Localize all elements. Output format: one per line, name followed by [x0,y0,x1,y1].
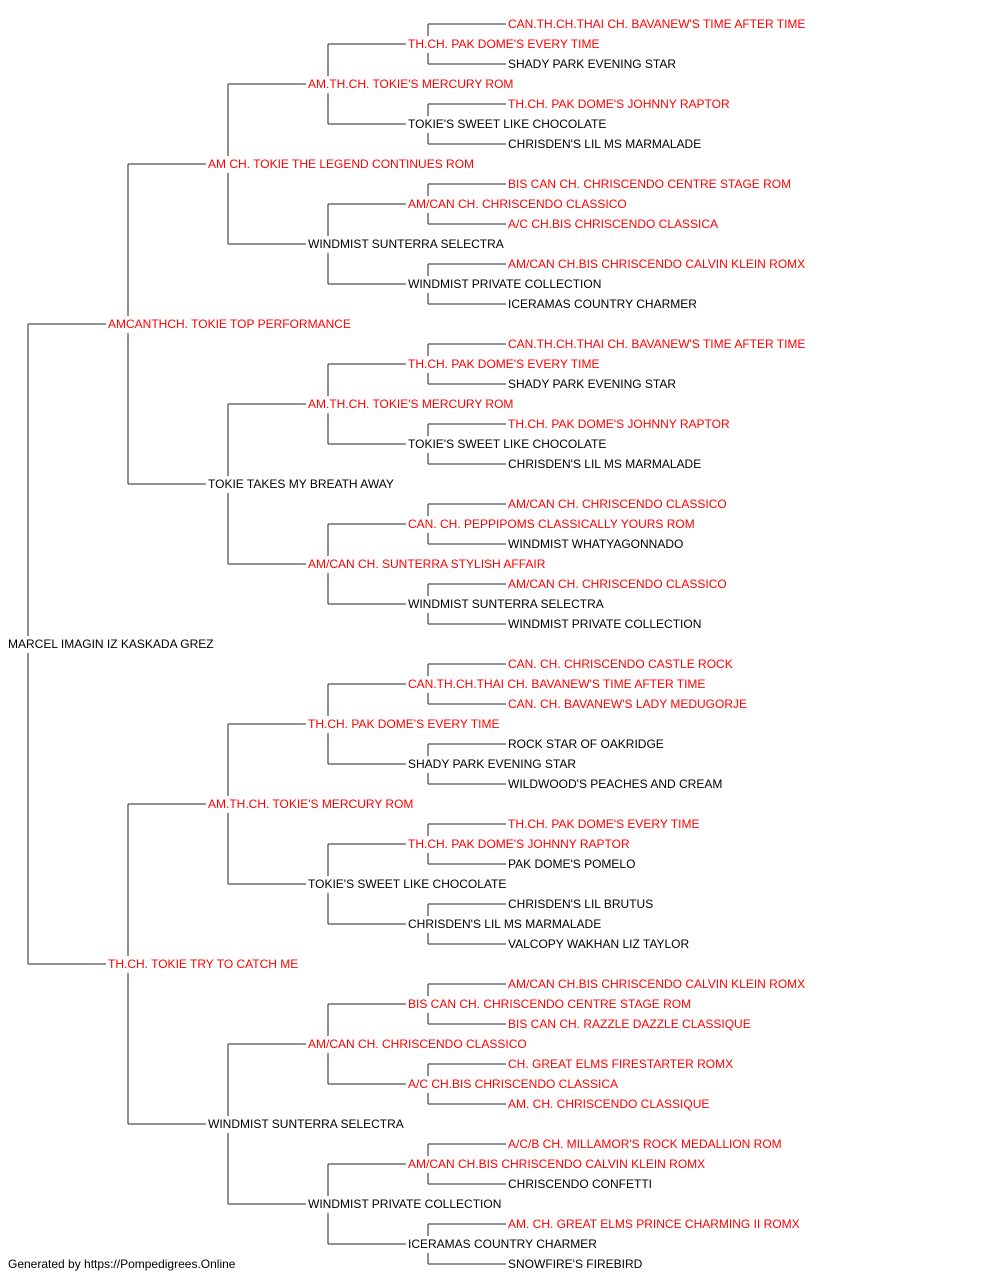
ancestor-name: WINDMIST SUNTERRA SELECTRA [308,237,504,251]
ancestor-name: AM. CH. GREAT ELMS PRINCE CHARMING II RO… [508,1217,800,1231]
ancestor-name: SHADY PARK EVENING STAR [508,57,677,71]
subject-dog-name: MARCEL IMAGIN IZ KASKADA GREZ [8,637,214,651]
ancestor-name: TH.CH. PAK DOME'S JOHNNY RAPTOR [508,97,730,111]
ancestor-name: TH.CH. PAK DOME'S EVERY TIME [308,717,500,731]
ancestor-name: AM CH. TOKIE THE LEGEND CONTINUES ROM [208,157,475,171]
ancestor-name: TOKIE TAKES MY BREATH AWAY [208,477,394,491]
ancestor-name: WINDMIST PRIVATE COLLECTION [508,617,702,631]
ancestor-name: AM/CAN CH. SUNTERRA STYLISH AFFAIR [308,557,546,571]
ancestor-name: AM/CAN CH. CHRISCENDO CLASSICO [408,197,627,211]
ancestor-name: BIS CAN CH. CHRISCENDO CENTRE STAGE ROM [508,177,792,191]
ancestor-name: SHADY PARK EVENING STAR [408,757,577,771]
ancestor-name: AM/CAN CH. CHRISCENDO CLASSICO [508,577,727,591]
ancestor-name: TH.CH. TOKIE TRY TO CATCH ME [108,957,299,971]
ancestor-name: A/C CH.BIS CHRISCENDO CLASSICA [508,217,719,231]
ancestor-name: CAN.TH.CH.THAI CH. BAVANEW'S TIME AFTER … [508,337,806,351]
ancestor-name: AM/CAN CH.BIS CHRISCENDO CALVIN KLEIN RO… [408,1157,706,1171]
ancestor-name: CHRISDEN'S LIL BRUTUS [508,897,654,911]
ancestor-name: CAN. CH. CHRISCENDO CASTLE ROCK [508,657,733,671]
ancestor-name: BIS CAN CH. RAZZLE DAZZLE CLASSIQUE [508,1017,751,1031]
ancestor-name: AM.TH.CH. TOKIE'S MERCURY ROM [308,397,514,411]
ancestor-name: SHADY PARK EVENING STAR [508,377,677,391]
ancestor-name: CH. GREAT ELMS FIRESTARTER ROMX [508,1057,734,1071]
ancestor-name: BIS CAN CH. CHRISCENDO CENTRE STAGE ROM [408,997,692,1011]
ancestor-name: CHRISDEN'S LIL MS MARMALADE [408,917,602,931]
ancestor-name: CAN.TH.CH.THAI CH. BAVANEW'S TIME AFTER … [508,17,806,31]
ancestor-name: WINDMIST SUNTERRA SELECTRA [408,597,604,611]
ancestor-name: AM/CAN CH. CHRISCENDO CLASSICO [308,1037,527,1051]
ancestor-name: AM.TH.CH. TOKIE'S MERCURY ROM [308,77,514,91]
ancestor-name: ICERAMAS COUNTRY CHARMER [508,297,697,311]
ancestor-name: TH.CH. PAK DOME'S EVERY TIME [408,37,600,51]
ancestor-name: CAN. CH. PEPPIPOMS CLASSICALLY YOURS ROM [408,517,695,531]
ancestor-name: WINDMIST WHATYAGONNADO [508,537,684,551]
generated-by-footer: Generated by https://Pompedigrees.Online [8,1257,236,1271]
ancestor-name: TOKIE'S SWEET LIKE CHOCOLATE [308,877,507,891]
ancestor-name: VALCOPY WAKHAN LIZ TAYLOR [508,937,690,951]
ancestor-name: AM/CAN CH. CHRISCENDO CLASSICO [508,497,727,511]
ancestor-name: AMCANTHCH. TOKIE TOP PERFORMANCE [108,317,351,331]
ancestor-name: AM.TH.CH. TOKIE'S MERCURY ROM [208,797,414,811]
ancestor-name: CHRISDEN'S LIL MS MARMALADE [508,137,702,151]
ancestor-name: WILDWOOD'S PEACHES AND CREAM [508,777,723,791]
ancestor-name: CHRISDEN'S LIL MS MARMALADE [508,457,702,471]
ancestor-name: WINDMIST PRIVATE COLLECTION [408,277,602,291]
ancestor-name: ROCK STAR OF OAKRIDGE [508,737,664,751]
ancestor-name: CAN. CH. BAVANEW'S LADY MEDUGORJE [508,697,747,711]
ancestor-name: ICERAMAS COUNTRY CHARMER [408,1237,597,1251]
ancestor-name: A/C CH.BIS CHRISCENDO CLASSICA [408,1077,619,1091]
ancestor-name: WINDMIST PRIVATE COLLECTION [308,1197,502,1211]
ancestor-name: CHRISCENDO CONFETTI [508,1177,652,1191]
ancestor-name: AM. CH. CHRISCENDO CLASSIQUE [508,1097,710,1111]
ancestor-name: TH.CH. PAK DOME'S EVERY TIME [508,817,700,831]
ancestor-name: CAN.TH.CH.THAI CH. BAVANEW'S TIME AFTER … [408,677,706,691]
ancestor-name: AM/CAN CH.BIS CHRISCENDO CALVIN KLEIN RO… [508,257,806,271]
ancestor-name: SNOWFIRE'S FIREBIRD [508,1257,643,1271]
ancestor-name: TH.CH. PAK DOME'S JOHNNY RAPTOR [408,837,630,851]
ancestor-name: A/C/B CH. MILLAMOR'S ROCK MEDALLION ROM [508,1137,782,1151]
ancestor-name: AM/CAN CH.BIS CHRISCENDO CALVIN KLEIN RO… [508,977,806,991]
ancestor-name: TOKIE'S SWEET LIKE CHOCOLATE [408,437,607,451]
ancestor-name: TOKIE'S SWEET LIKE CHOCOLATE [408,117,607,131]
ancestor-name: PAK DOME'S POMELO [508,857,636,871]
ancestor-name: TH.CH. PAK DOME'S EVERY TIME [408,357,600,371]
ancestor-name: TH.CH. PAK DOME'S JOHNNY RAPTOR [508,417,730,431]
ancestor-name: WINDMIST SUNTERRA SELECTRA [208,1117,404,1131]
